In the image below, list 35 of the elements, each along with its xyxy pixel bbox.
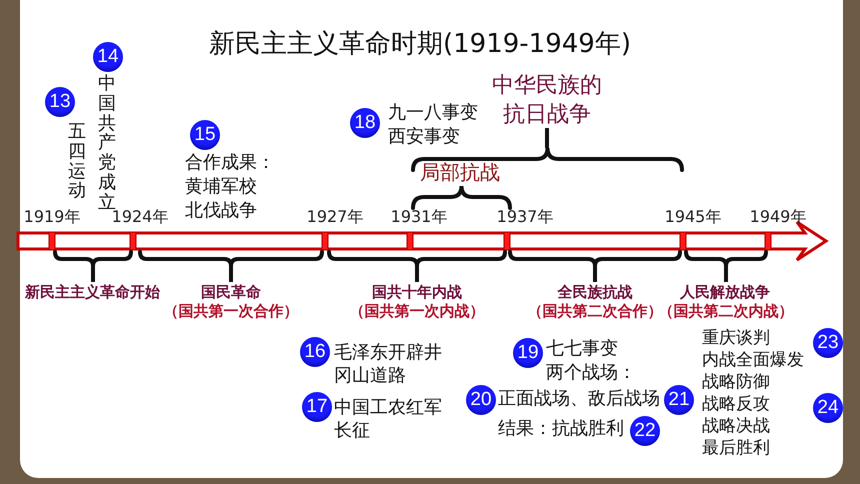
event-text: 正面战场、敌后战场 bbox=[498, 388, 660, 410]
event-text: 重庆谈判 bbox=[702, 328, 770, 350]
event-text: 结果：抗战胜利 bbox=[498, 418, 624, 440]
event-text: 北伐战争 bbox=[185, 200, 257, 222]
year-label: 1931年 bbox=[390, 207, 448, 227]
event-text: 内战全面爆发 bbox=[702, 350, 804, 372]
year-label: 1945年 bbox=[664, 207, 722, 227]
event-text: 合作成果： bbox=[185, 152, 275, 174]
title: 新民主主义革命时期(1919-1949年) bbox=[208, 28, 632, 60]
event-text: 战略决战 bbox=[702, 416, 770, 438]
period-note: （国共第一次内战） bbox=[350, 302, 484, 321]
event-text: 最后胜利 bbox=[702, 438, 770, 460]
period-label: 新民主主义革命开始 bbox=[25, 283, 160, 302]
year-label: 1924年 bbox=[112, 207, 170, 227]
event-text: 两个战场： bbox=[546, 362, 636, 384]
event-text: 九一八事变 bbox=[388, 102, 478, 124]
period-label: 国民革命 bbox=[200, 283, 262, 302]
year-label: 1949年 bbox=[748, 207, 808, 227]
event-text: 西安事变 bbox=[388, 126, 460, 148]
event-text: 七七事变 bbox=[546, 338, 618, 360]
period-label: 全民族抗战 bbox=[556, 283, 634, 302]
period-heading: 中华民族的抗日战争 bbox=[491, 72, 603, 129]
period-heading: 局部抗战 bbox=[420, 160, 500, 185]
event-text: 中国工农红军长征 bbox=[334, 397, 443, 442]
event-text: 五四运动 bbox=[68, 122, 86, 202]
event-text: 战略防御 bbox=[702, 372, 770, 394]
period-label: 人民解放战争 bbox=[678, 283, 771, 302]
year-label: 1927年 bbox=[306, 207, 364, 227]
year-label: 1919年 bbox=[22, 207, 82, 227]
period-label: 国共十年内战 bbox=[371, 283, 463, 302]
event-text: 毛泽东开辟井冈山道路 bbox=[334, 342, 443, 387]
year-label: 1937年 bbox=[496, 207, 554, 227]
event-text: 黄埔军校 bbox=[185, 176, 257, 198]
event-text: 战略反攻 bbox=[702, 394, 770, 416]
period-note: （国共第一次合作） bbox=[164, 302, 298, 321]
